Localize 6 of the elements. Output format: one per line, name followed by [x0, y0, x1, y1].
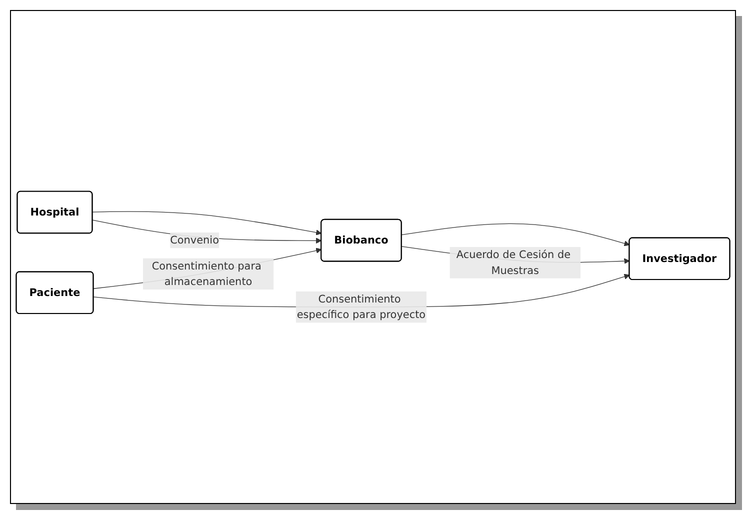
- arrow: [92, 211, 322, 236]
- edge-label: Acuerdo de Cesión de Muestras: [456, 248, 571, 276]
- edge-label: Convenio: [170, 234, 219, 246]
- edge-label: Consentimiento específico para proyecto: [296, 292, 426, 321]
- edge-label: Consentimiento para almacenamiento: [152, 260, 262, 288]
- arrow: [401, 223, 630, 246]
